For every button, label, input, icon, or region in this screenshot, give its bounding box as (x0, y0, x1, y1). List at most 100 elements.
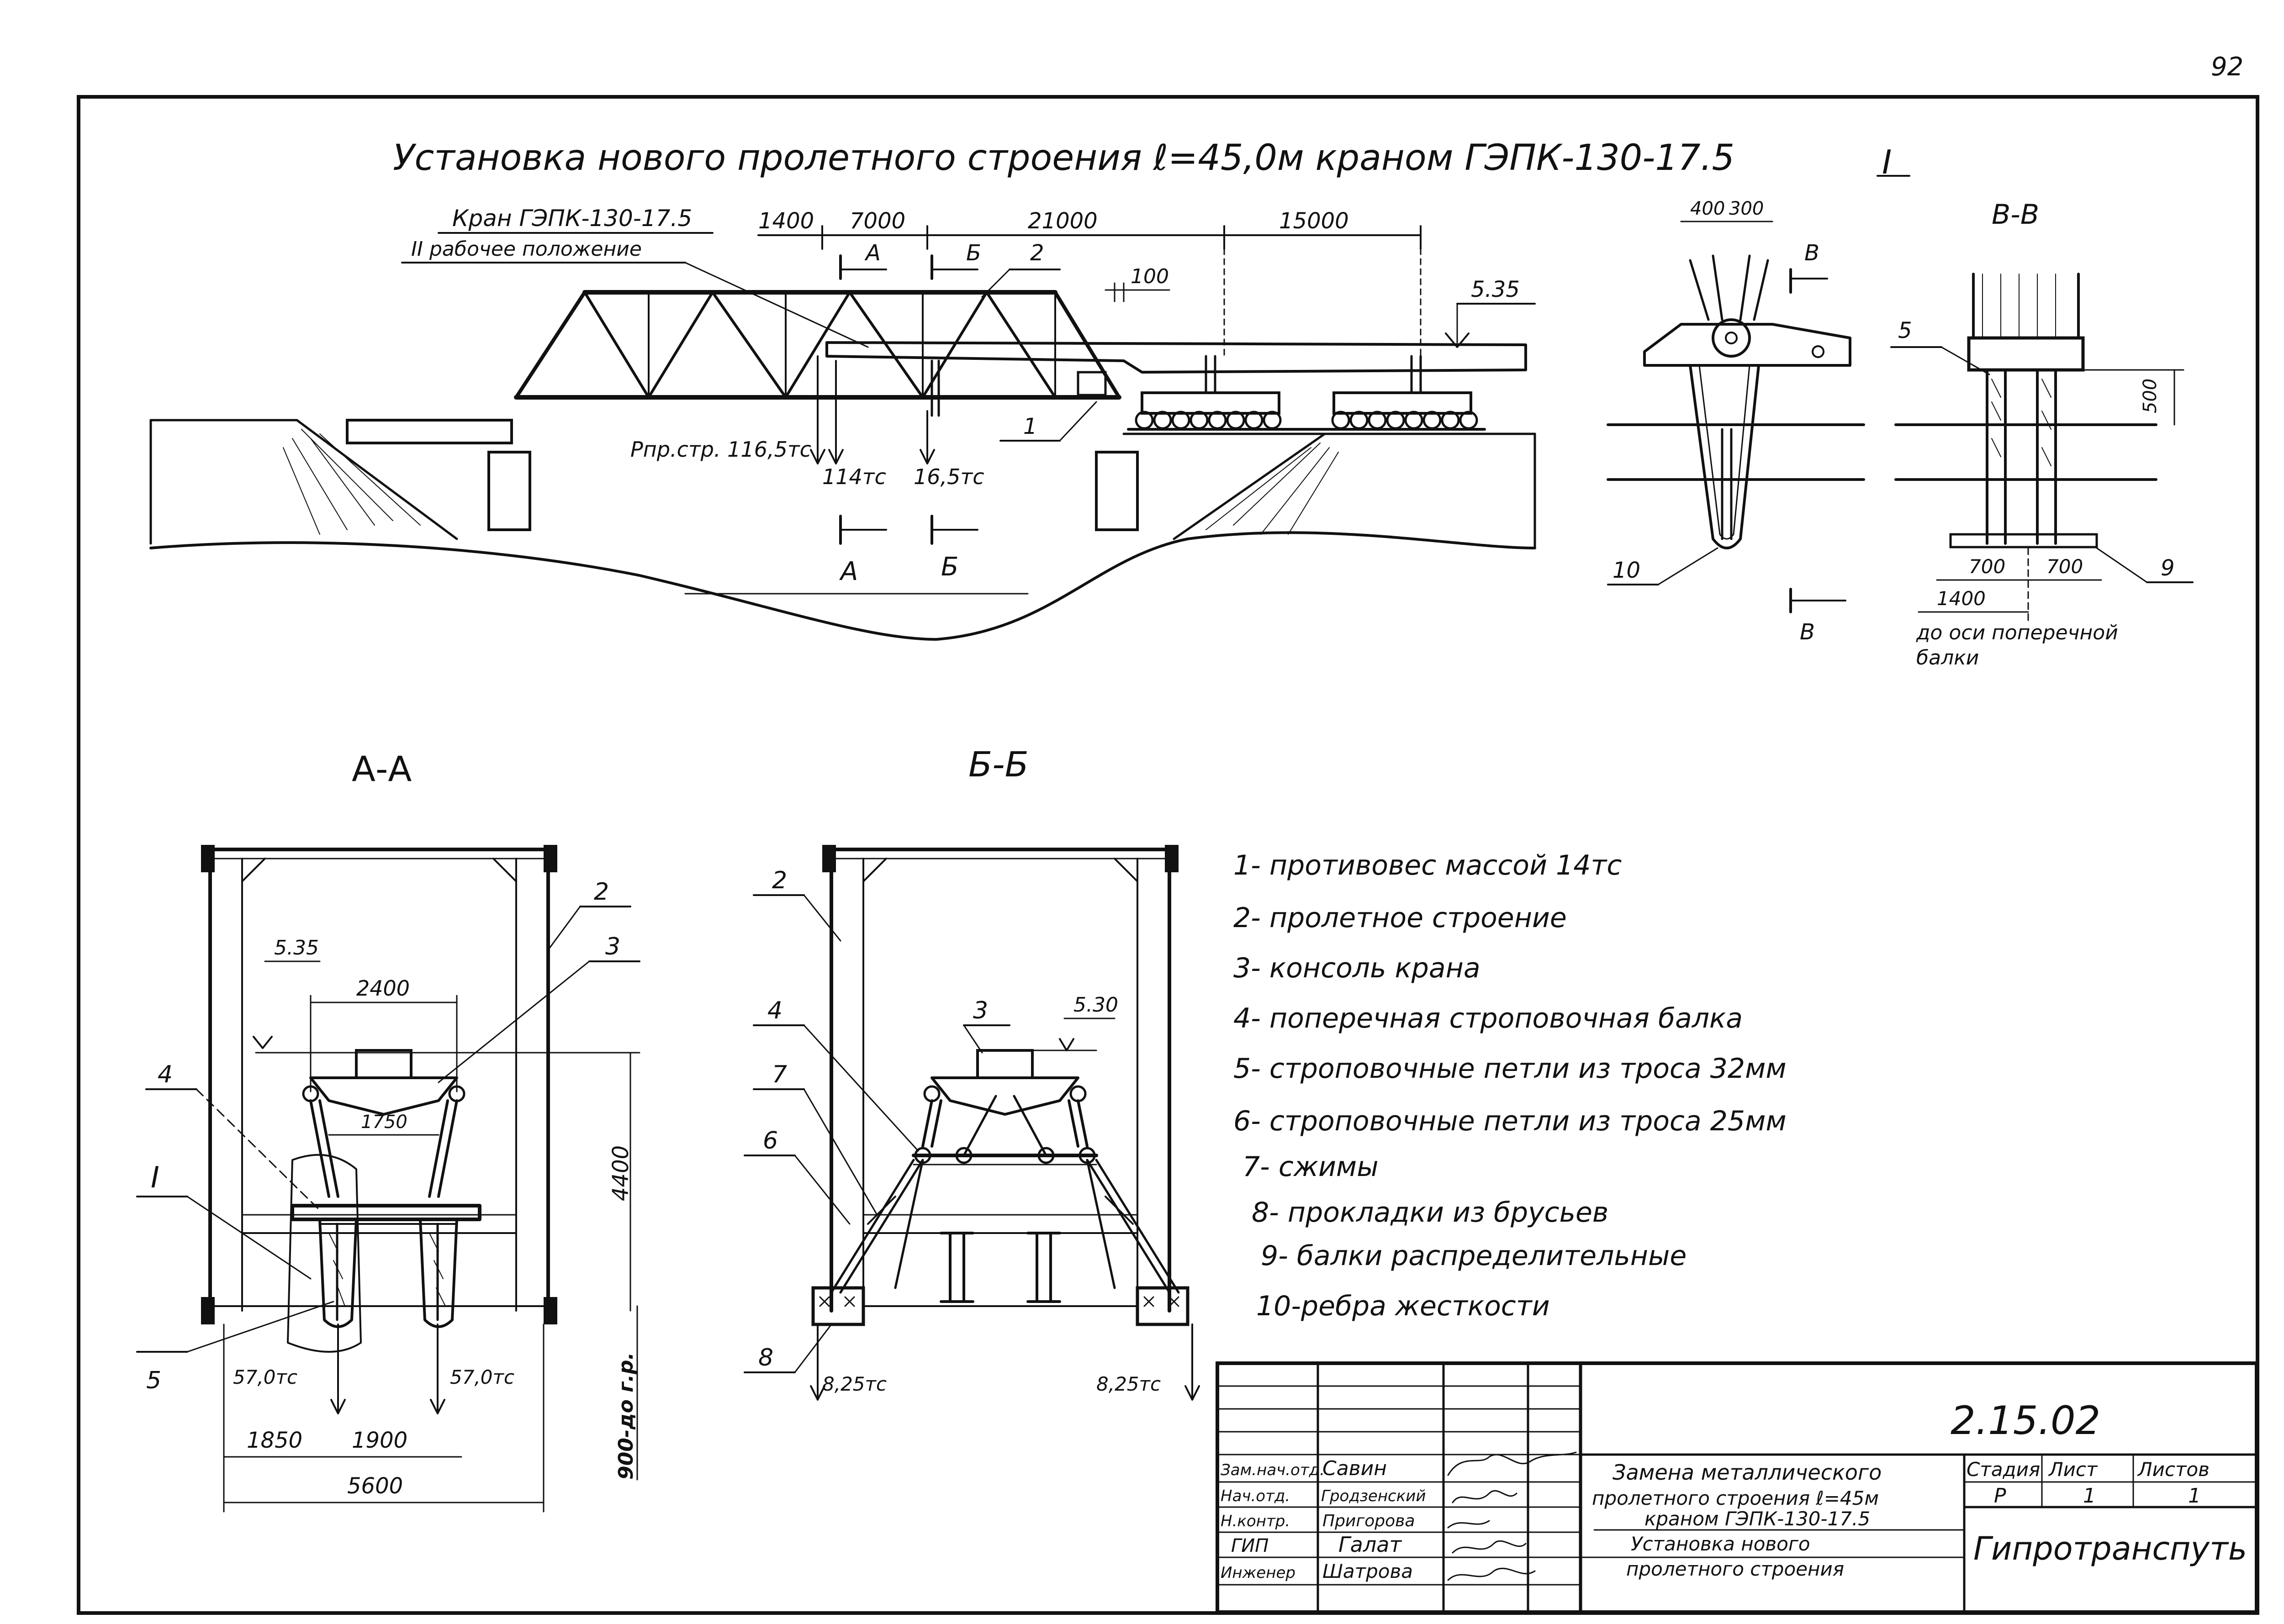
section-b-bottom: Б (941, 552, 958, 582)
legend-item-4: 4- поперечная строповочная балка (1233, 1002, 1743, 1034)
doc-code: 2.15.02 (1951, 1398, 2100, 1444)
desc-line-4: Установка нового (1631, 1533, 1810, 1555)
section-vv: В-В 5 500 9 700 700 1400 до оси поперечн… (1890, 199, 2194, 670)
aa-dim-900: 900-до г.р. (614, 1352, 638, 1480)
detail-marker-10: 10 (1613, 558, 1640, 583)
ground-profile (149, 531, 1536, 641)
aa-dim-1850: 1850 (247, 1428, 302, 1453)
main-title: Установка нового пролетного строения ℓ=4… (393, 137, 1734, 179)
col-sheet: Лист (2048, 1458, 2098, 1481)
dim-15000: 15000 (1279, 208, 1349, 234)
sheets-value: 1 (2188, 1484, 2201, 1508)
bb-marker-7: 7 (772, 1061, 787, 1088)
load-114: 114тс (822, 464, 886, 489)
section-bb-title: Б-Б (968, 744, 1029, 785)
vv-dim-700b: 700 (2046, 555, 2083, 578)
aa-marker-4: 4 (158, 1061, 173, 1088)
role-2: Нач.отд. (1221, 1487, 1290, 1505)
name-5: Шатрова (1322, 1560, 1413, 1582)
aa-marker-3: 3 (605, 933, 620, 960)
embankment-right (1095, 432, 1536, 549)
bb-level: 5.30 (1073, 993, 1118, 1017)
vv-marker-9: 9 (2161, 555, 2175, 581)
name-2: Гродзенский (1321, 1487, 1426, 1505)
load-total: Pпр.стр. 116,5тс (630, 437, 811, 462)
legend-item-8: 8- прокладки из брусьев (1252, 1197, 1608, 1229)
detail-dim-300: 300 (1729, 198, 1764, 219)
legend-item-1: 1- противовес массой 14тс (1233, 849, 1622, 881)
vv-dim-500: 500 (2140, 379, 2161, 413)
crane-position-label: II рабочее положение (411, 237, 642, 261)
aa-level: 5.35 (274, 936, 319, 960)
detail-section-v-top: В (1804, 240, 1819, 266)
bb-marker-2: 2 (772, 867, 787, 894)
detail-roman: I (1882, 143, 1892, 181)
legend: 1- противовес массой 14тс 2- пролетное с… (1233, 849, 1787, 1322)
dim-7000: 7000 (850, 208, 905, 234)
legend-item-9: 9- балки распределительные (1261, 1240, 1687, 1272)
load-165: 16,5тс (914, 464, 984, 489)
vv-note-line1: до оси поперечной (1916, 621, 2118, 644)
legend-item-5: 5- строповочные петли из троса 32мм (1233, 1053, 1787, 1085)
aa-load-right: 57,0тс (450, 1366, 514, 1388)
vv-marker-5: 5 (1898, 318, 1912, 343)
legend-item-7: 7- сжимы (1242, 1151, 1379, 1183)
crane-gepk (825, 341, 1527, 431)
aa-marker-I: I (151, 1161, 159, 1195)
aa-dim-5600: 5600 (347, 1473, 403, 1499)
name-3: Пригорова (1322, 1512, 1415, 1530)
detail-section-v-bottom: В (1800, 619, 1815, 645)
marker-2: 2 (1030, 240, 1044, 266)
stage-value: Р (1994, 1484, 2006, 1508)
page-number: 92 (2211, 52, 2243, 82)
desc-line-1: Замена металлического (1613, 1460, 1882, 1485)
role-3: Н.контр. (1221, 1512, 1290, 1530)
embankment-left (149, 419, 531, 545)
role-1: Зам.нач.отд. (1221, 1461, 1325, 1479)
vv-note-line2: балки (1916, 646, 1979, 670)
vv-dim-1400: 1400 (1937, 587, 1986, 610)
elevation-view: Установка нового пролетного строения ℓ=4… (149, 137, 1734, 641)
sheet-value: 1 (2083, 1484, 2096, 1508)
legend-item-10: 10-ребра жесткости (1256, 1290, 1550, 1322)
sheet-frame (77, 95, 2259, 1615)
marker-1: 1 (1023, 414, 1037, 439)
dim-1400: 1400 (758, 208, 814, 234)
detail-dim-400: 400 (1690, 198, 1725, 219)
col-stage: Стадия (1967, 1458, 2040, 1481)
section-a-top: А (864, 240, 881, 266)
col-sheets: Листов (2137, 1458, 2210, 1481)
legend-item-6: 6- строповочные петли из троса 25мм (1233, 1105, 1787, 1137)
legend-item-3: 3- консоль крана (1233, 952, 1480, 984)
aa-marker-5: 5 (146, 1367, 161, 1394)
role-5: Инженер (1221, 1564, 1295, 1582)
aa-dim-4400: 4400 (608, 1145, 634, 1201)
section-aa: А-А 5.35 2400 (136, 749, 640, 1513)
bb-marker-6: 6 (763, 1127, 778, 1155)
crane-leader (684, 262, 869, 348)
section-vv-title: В-В (1992, 199, 2039, 231)
aa-marker-2: 2 (594, 878, 609, 906)
bb-marker-8: 8 (758, 1344, 773, 1371)
aa-load-left: 57,0тс (233, 1366, 297, 1388)
aa-dim-1900: 1900 (352, 1428, 407, 1453)
name-1: Савин (1322, 1457, 1387, 1480)
signatures (1447, 1451, 1577, 1581)
crane-label: Кран ГЭПК-130-17.5 (452, 205, 692, 232)
desc-line-2: пролетного строения ℓ=45м (1592, 1487, 1879, 1509)
aa-dim-2400: 2400 (356, 976, 410, 1001)
level-535: 5.35 (1471, 277, 1520, 302)
title-block: 2.15.02 Зам.нач.отд. Нач.отд. Н.контр. Г… (1216, 1361, 2258, 1614)
section-a-bottom: А (839, 557, 858, 586)
bb-marker-3: 3 (973, 997, 988, 1024)
aa-dim-1750: 1750 (361, 1112, 407, 1133)
bb-load-right: 8,25тс (1096, 1373, 1161, 1395)
dim-21000: 21000 (1028, 208, 1098, 234)
legend-item-2: 2- пролетное строение (1233, 902, 1567, 934)
vv-dim-700a: 700 (1969, 555, 2005, 578)
name-4: Галат (1338, 1532, 1402, 1557)
role-4: ГИП (1231, 1535, 1269, 1556)
dim-100: 100 (1131, 265, 1169, 288)
section-aa-title: А-А (352, 749, 412, 789)
